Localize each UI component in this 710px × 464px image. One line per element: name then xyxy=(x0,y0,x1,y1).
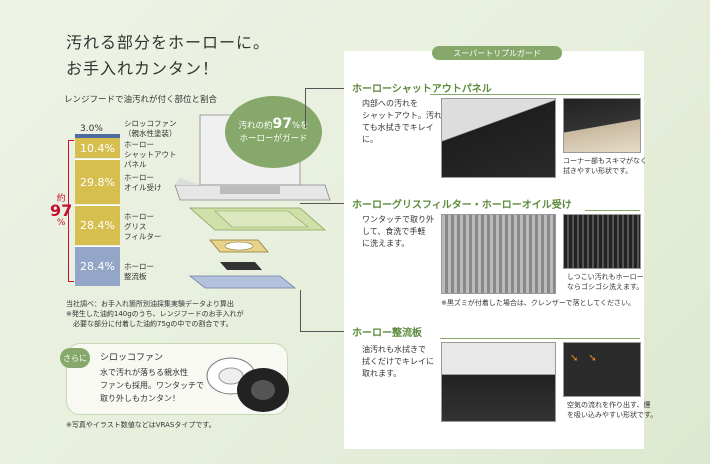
bubble-num: 97 xyxy=(272,116,292,132)
leader-line-3 xyxy=(300,331,345,332)
sec2-cap2: ならゴシゴシ洗えます。 xyxy=(567,283,644,291)
sec2-photo-dishwasher xyxy=(441,214,556,294)
seg-label-grease: ホーロー グリス フィルター xyxy=(124,212,162,241)
bubble-pre: 汚れの約 xyxy=(238,121,273,131)
sec2-cap1: しつこい汚れもホーロー xyxy=(567,273,644,281)
headline-line1: 汚れる部分をホーローに。 xyxy=(66,33,271,52)
leader-line-1 xyxy=(305,88,345,89)
sec1-cap1: コーナー部もスキマがなく xyxy=(563,157,647,165)
bubble-line2: ホーローがガード xyxy=(239,134,308,144)
sec1-b2: シャットアウト。汚れ xyxy=(362,111,442,120)
sec3-b2: 拭くだけでキレイに xyxy=(362,357,434,366)
sec3-photo-airflow: ➘ ➘ xyxy=(563,342,641,397)
guard-bubble: 汚れの約97%を ホーローがガード xyxy=(225,96,322,168)
fan-desc-2: ファンも採用。ワンタッチで xyxy=(100,381,204,390)
fan-desc-3: 取り外しもカンタン！ xyxy=(100,394,180,403)
approx-total: 約 97 % xyxy=(50,193,72,229)
note-line2: ※発生した油約140gのうち、レンジフードのお手入れが xyxy=(66,310,244,318)
headline: 汚れる部分をホーローに。 お手入れカンタン！ xyxy=(66,30,270,82)
sec1-body: 内部への汚れを シャットアウト。汚れ ても水拭きでキレイ に。 xyxy=(362,98,442,146)
bar-label-shutout: 10.4% xyxy=(80,141,115,155)
sec3-b1: 油汚れも水拭きで xyxy=(362,345,426,354)
seg-label-sirocco: シロッコファン （親水性塗装） xyxy=(124,119,177,138)
sec3-caption: 空気の流れを作り出す、煙 を吸い込みやすい形状です。 xyxy=(567,400,657,420)
airflow-arrows: ➘ ➘ xyxy=(570,353,597,364)
panel-tag: スーパートリプルガード xyxy=(432,46,562,60)
sec1-photo-main xyxy=(441,98,556,178)
bar-seg-sirocco xyxy=(75,134,120,138)
chart-notes: 当社調べ：お手入れ箇所別油採集実験データより算出 ※発生した油約140gのうち、… xyxy=(66,299,244,329)
sec2-b2: して、食洗で手軽 xyxy=(362,227,426,236)
sec3-title: ホーロー整流板 xyxy=(352,328,422,339)
approx-pre: 約 xyxy=(56,194,66,204)
bubble-line1: 汚れの約97%を xyxy=(238,116,309,133)
sec1-cap2: 拭きやすい形状です。 xyxy=(563,167,633,175)
sec2-caption: しつこい汚れもホーロー ならゴシゴシ洗えます。 xyxy=(567,272,644,292)
sec2-body: ワンタッチで取り外 して、食洗で手軽 に洗えます。 xyxy=(362,214,434,250)
sec2-photo-filter xyxy=(563,214,641,269)
bar-seg-grease: 28.4% xyxy=(75,205,120,245)
sec2-b3: に洗えます。 xyxy=(362,239,410,248)
seg-label-seiryu: ホーロー 整流板 xyxy=(124,262,154,281)
fan-title: シロッコファン xyxy=(100,353,164,363)
approx-unit: % xyxy=(56,218,66,228)
sec1-line xyxy=(430,94,640,95)
sec3-photo-wiping xyxy=(441,342,556,422)
leader-line-2 xyxy=(300,203,345,204)
leader-line-3v xyxy=(300,290,301,331)
bubble-unit: %を xyxy=(291,121,309,131)
bar-label-sirocco: 3.0% xyxy=(80,124,103,134)
headline-line2: お手入れカンタン！ xyxy=(66,59,220,78)
sec2-line xyxy=(585,210,640,211)
seg-label-shutout: ホーロー シャットアウト パネル xyxy=(124,140,177,169)
sec3-cap1: 空気の流れを作り出す、煙 xyxy=(567,401,651,409)
bar-seg-shutout: 10.4% xyxy=(75,138,120,158)
approx-bracket xyxy=(68,140,74,282)
bar-label-grease: 28.4% xyxy=(80,219,115,232)
sec1-b3: ても水拭きでキレイ xyxy=(362,123,434,132)
approx-num: 97 xyxy=(50,201,73,220)
sec1-b4: に。 xyxy=(362,135,378,144)
bar-seg-oil: 29.8% xyxy=(75,159,120,204)
sec3-body: 油汚れも水拭きで 拭くだけでキレイに 取れます。 xyxy=(362,344,434,380)
sec2-b1: ワンタッチで取り外 xyxy=(362,215,434,224)
sec1-b1: 内部への汚れを xyxy=(362,99,418,108)
chart-title: レンジフードで油汚れが付く部位と割合 xyxy=(64,95,218,105)
sec2-note: ※黒ズミが付着した場合は、クレンザーで落としてください。 xyxy=(441,299,636,307)
fan-desc-1: 水で汚れが落ちる親水性 xyxy=(100,368,188,377)
sec3-b3: 取れます。 xyxy=(362,369,402,378)
leader-line-1v xyxy=(305,88,306,128)
bar-seg-seiryu: 28.4% xyxy=(75,246,120,286)
sec1-caption: コーナー部もスキマがなく 拭きやすい形状です。 xyxy=(563,156,647,176)
note-line1: 当社調べ：お手入れ箇所別油採集実験データより算出 xyxy=(66,300,234,308)
seg-label-oil: ホーロー オイル受け xyxy=(124,173,162,192)
sarani-tag: さらに xyxy=(60,348,90,368)
sec1-photo-corner xyxy=(563,98,641,153)
note-line3: 必要な部分に付着した油約75gの中での割合です。 xyxy=(66,320,233,328)
sec2-title: ホーローグリスフィルター・ホーローオイル受け xyxy=(352,200,572,211)
sec3-cap2: を吸い込みやすい形状です。 xyxy=(567,411,658,419)
sirocco-fan-photo xyxy=(206,357,289,412)
bar-label-seiryu: 28.4% xyxy=(80,260,115,273)
sec3-line xyxy=(440,338,640,339)
bar-label-oil: 29.8% xyxy=(80,175,115,189)
sec1-title: ホーローシャットアウトパネル xyxy=(352,84,492,95)
footnote: ※写真やイラスト数値などはVRASタイプです。 xyxy=(66,421,216,429)
fan-desc: 水で汚れが落ちる親水性 ファンも採用。ワンタッチで 取り外しもカンタン！ xyxy=(100,366,204,405)
